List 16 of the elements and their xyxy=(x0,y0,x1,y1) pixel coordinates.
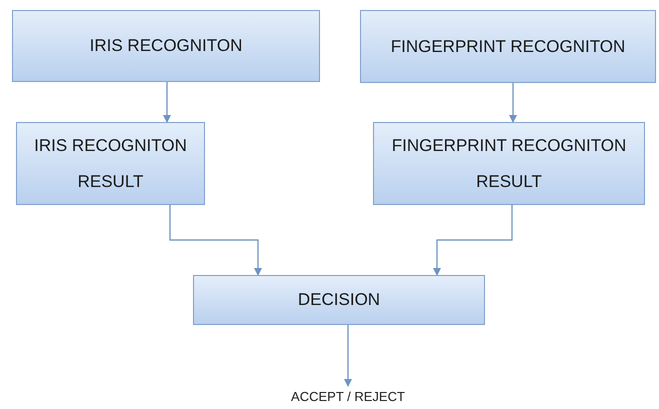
process-box xyxy=(12,10,320,82)
box-label: DECISION xyxy=(298,289,380,311)
box-label: FINGERPRINT RECOGNITON xyxy=(390,36,626,58)
box-label: IRIS RECOGNITON RESULT xyxy=(33,134,188,192)
process-box xyxy=(360,10,656,83)
box-label: FINGERPRINT RECOGNITON RESULT xyxy=(390,134,628,192)
outcome-label: ACCEPT / REJECT xyxy=(291,388,405,406)
arrow xyxy=(344,325,352,387)
process-box xyxy=(193,275,485,325)
arrow xyxy=(169,205,262,276)
arrow xyxy=(433,205,513,276)
arrow xyxy=(163,82,171,123)
box-label: IRIS RECOGNITON xyxy=(90,35,242,57)
arrow xyxy=(509,83,517,123)
process-box xyxy=(373,122,645,205)
process-box xyxy=(16,122,205,205)
